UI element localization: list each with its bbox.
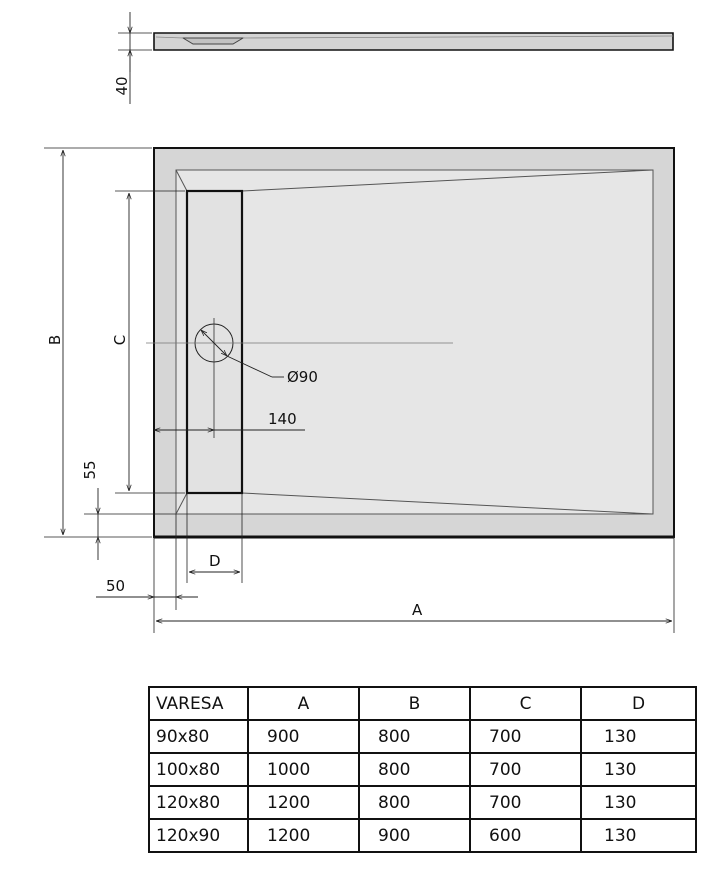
table-cell: 700 (469, 719, 582, 754)
table-cell: 130 (580, 752, 697, 787)
horizontal-offset-label: 50 (106, 577, 125, 595)
height-dimension-label: 40 (113, 76, 131, 95)
table-header-cell: A (247, 686, 360, 721)
channel-length-label: C (111, 335, 129, 345)
table-cell: 800 (358, 785, 471, 820)
table-header-cell: D (580, 686, 697, 721)
table-cell: 600 (469, 818, 582, 853)
table-cell: 1200 (247, 818, 360, 853)
table-cell: 800 (358, 719, 471, 754)
inner-shower-surface (175, 169, 654, 515)
drain-recess-profile (181, 37, 245, 45)
side-profile-view: 40 (113, 12, 674, 104)
table-cell: 130 (580, 719, 697, 754)
table-cell: 1000 (247, 752, 360, 787)
table-cell: 800 (358, 752, 471, 787)
channel-width-label: D (209, 552, 221, 570)
vertical-offset-label: 55 (81, 460, 99, 479)
plan-view: Ø90 140 B C 55 D 50 A (44, 147, 675, 633)
drain-diameter-label: Ø90 (287, 368, 318, 386)
table-header-cell: VARESA (148, 686, 249, 721)
table-cell: 700 (469, 752, 582, 787)
width-dimension-label: A (412, 601, 423, 619)
table-header-cell: B (358, 686, 471, 721)
table-cell: 120x90 (148, 818, 249, 853)
depth-dimension-label: B (46, 335, 64, 345)
drain-offset-label: 140 (268, 410, 297, 428)
table-cell: 90x80 (148, 719, 249, 754)
table-cell: 100x80 (148, 752, 249, 787)
tray-profile (153, 32, 674, 51)
technical-drawing: 40 Ø90 140 B C (44, 12, 675, 633)
table-cell: 120x80 (148, 785, 249, 820)
table-header-cell: C (469, 686, 582, 721)
table-cell: 700 (469, 785, 582, 820)
table-cell: 900 (358, 818, 471, 853)
table-cell: 900 (247, 719, 360, 754)
table-cell: 130 (580, 785, 697, 820)
table-cell: 1200 (247, 785, 360, 820)
table-cell: 130 (580, 818, 697, 853)
